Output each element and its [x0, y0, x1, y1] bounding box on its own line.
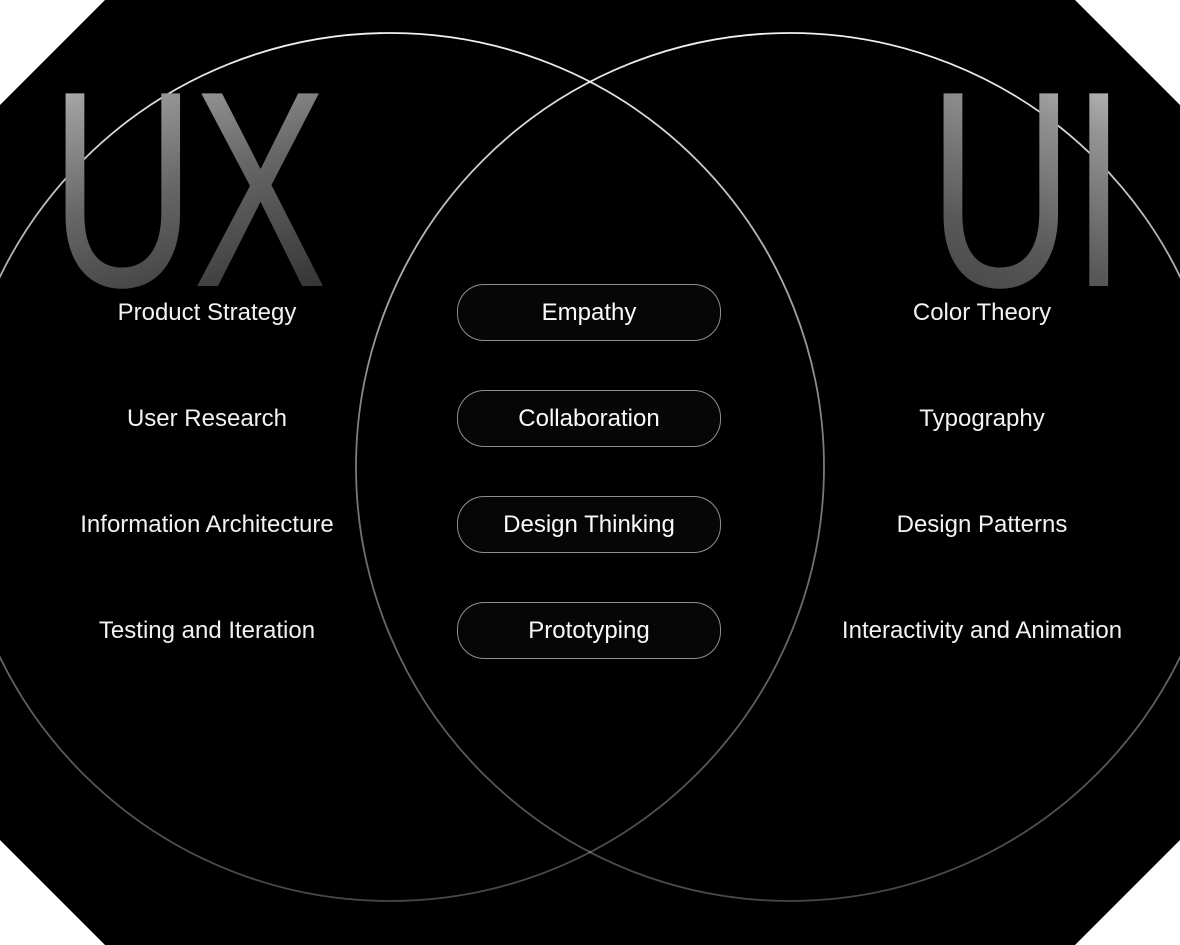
- ux-big-label: UX: [50, 34, 325, 346]
- ui-item-interactivity-and-animation: Interactivity and Animation: [841, 617, 1123, 644]
- shared-items-column: Empathy Collaboration Design Thinking Pr…: [457, 0, 723, 945]
- ux-item-user-research: User Research: [126, 405, 288, 432]
- shared-pill-prototyping[interactable]: Prototyping: [457, 602, 721, 659]
- ux-item-product-strategy: Product Strategy: [117, 299, 297, 326]
- ui-item-color-theory: Color Theory: [912, 299, 1052, 326]
- ui-item-design-patterns: Design Patterns: [896, 511, 1068, 538]
- ui-big-label: UI: [928, 34, 1124, 346]
- shared-pill-empathy[interactable]: Empathy: [457, 284, 721, 341]
- ui-items-column: Color Theory Typography Design Patterns …: [782, 0, 1180, 945]
- shared-pill-collaboration[interactable]: Collaboration: [457, 390, 721, 447]
- ux-items-column: Product Strategy User Research Informati…: [0, 0, 414, 945]
- ux-item-testing-and-iteration: Testing and Iteration: [98, 617, 316, 644]
- ux-item-information-architecture: Information Architecture: [80, 511, 334, 538]
- shared-pill-design-thinking[interactable]: Design Thinking: [457, 496, 721, 553]
- ui-item-typography: Typography: [919, 405, 1045, 432]
